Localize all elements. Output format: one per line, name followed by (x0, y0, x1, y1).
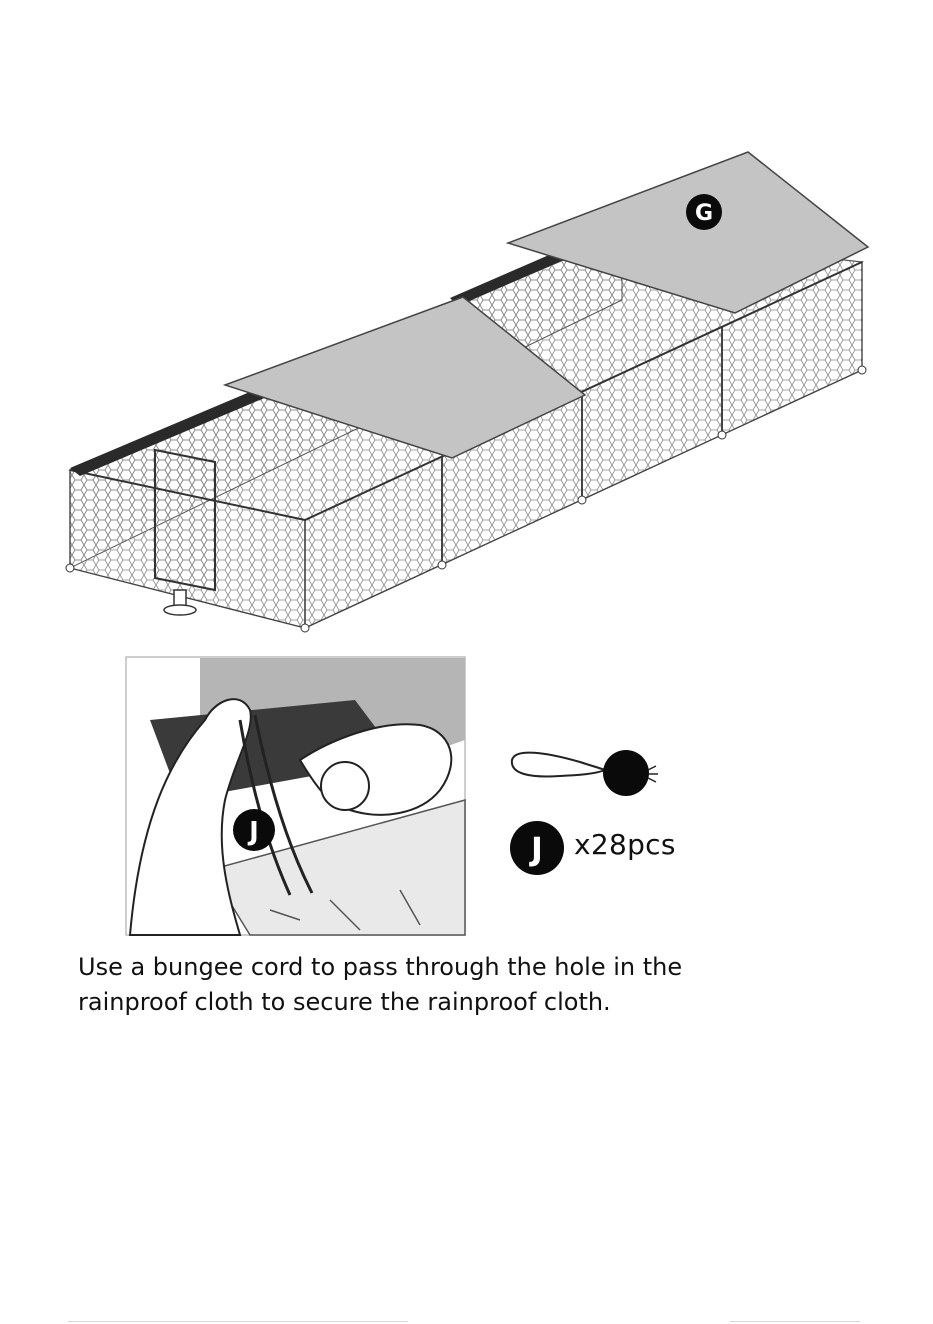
hardware-quantity: x28pcs (574, 828, 676, 861)
page-rule-right (730, 1321, 860, 1322)
instruction-line-2: rainproof cloth to secure the rainproof … (78, 988, 611, 1016)
part-label-g: G (695, 201, 713, 226)
hardware-label-j: J (529, 830, 543, 868)
part-label-j-inset: J (247, 817, 259, 847)
detail-inset: J (126, 657, 465, 935)
page-rule-left (68, 1321, 408, 1322)
cage-door (155, 450, 215, 590)
instruction-line-1: Use a bungee cord to pass through the ho… (78, 953, 682, 981)
part-badge-g: G (686, 194, 722, 230)
bungee-cord-icon (512, 750, 658, 796)
hardware-badge-j: J (510, 821, 564, 875)
instruction-text: Use a bungee cord to pass through the ho… (78, 950, 838, 1020)
